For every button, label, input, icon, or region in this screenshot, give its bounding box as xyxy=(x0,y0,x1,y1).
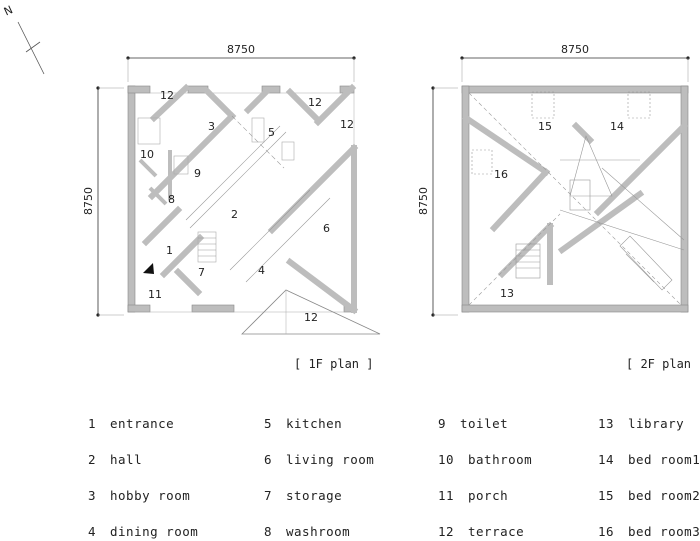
legend-num: 6 xyxy=(264,452,273,467)
legend-num: 5 xyxy=(264,416,273,431)
room-label: 9 xyxy=(194,167,201,180)
legend-name: hall xyxy=(110,452,143,467)
legend-name: washroom xyxy=(286,524,351,539)
legend-name: bathroom xyxy=(468,452,533,467)
legend-item: 7 storage xyxy=(264,488,342,503)
room-label: 11 xyxy=(148,288,162,301)
legend-item: 1 entrance xyxy=(88,416,174,431)
room-label: 13 xyxy=(500,287,514,300)
legend-name: storage xyxy=(286,488,343,503)
legend-item: 10 bathroom xyxy=(438,452,532,467)
north-arrow: N xyxy=(2,3,45,75)
room-label: 3 xyxy=(208,120,215,133)
legend-name: entrance xyxy=(110,416,175,431)
room-label: 16 xyxy=(494,168,508,181)
legend-num: 8 xyxy=(264,524,273,539)
dim-width-1f: 8750 xyxy=(227,43,255,56)
room-numbers-1f: 12 3 12 5 12 10 9 8 2 6 1 7 4 11 12 xyxy=(140,89,354,324)
room-label: 10 xyxy=(140,148,154,161)
legend-item: 12 terrace xyxy=(438,524,524,539)
legend-name: bed room2 xyxy=(628,488,700,503)
legend-num: 14 xyxy=(598,452,615,467)
legend-item: 6 living room xyxy=(264,452,374,467)
legend-item: 2 hall xyxy=(88,452,142,467)
legend-name: bed room3 xyxy=(628,524,700,539)
legend-name: kitchen xyxy=(286,416,343,431)
legend-num: 11 xyxy=(438,488,455,503)
legend-name: dining room xyxy=(110,524,199,539)
legend-num: 15 xyxy=(598,488,615,503)
legend-name: hobby room xyxy=(110,488,191,503)
room-label: 12 xyxy=(340,118,354,131)
legend-num: 9 xyxy=(438,416,447,431)
room-numbers-2f: 15 14 16 13 xyxy=(494,120,624,300)
legend-num: 12 xyxy=(438,524,455,539)
legend-item: 11 porch xyxy=(438,488,508,503)
north-label: N xyxy=(2,3,15,18)
legend-num: 7 xyxy=(264,488,273,503)
room-label: 7 xyxy=(198,266,205,279)
room-label: 15 xyxy=(538,120,552,133)
room-label: 8 xyxy=(168,193,175,206)
caption-2f: [ 2F plan ] xyxy=(626,357,700,371)
legend-num: 16 xyxy=(598,524,615,539)
caption-1f: [ 1F plan ] xyxy=(294,357,373,371)
room-label: 12 xyxy=(308,96,322,109)
room-label: 2 xyxy=(231,208,238,221)
legend-item: 3 hobby room xyxy=(88,488,190,503)
room-label: 14 xyxy=(610,120,624,133)
legend-item: 13 library xyxy=(598,416,684,431)
entrance-arrow-icon xyxy=(143,263,154,274)
legend-item: 5 kitchen xyxy=(264,416,342,431)
room-label: 1 xyxy=(166,244,173,257)
legend-item: 9 toilet xyxy=(438,416,508,431)
room-label: 4 xyxy=(258,264,265,277)
legend-item: 4 dining room xyxy=(88,524,198,539)
legend-item: 16 bed room3 xyxy=(598,524,700,539)
legend-name: library xyxy=(628,416,685,431)
legend-num: 4 xyxy=(88,524,97,539)
legend-item: 14 bed room1 xyxy=(598,452,700,467)
legend-name: porch xyxy=(468,488,509,503)
room-label: 12 xyxy=(160,89,174,102)
legend-num: 13 xyxy=(598,416,615,431)
plan-1f: 8750 8750 xyxy=(82,43,381,371)
legend-num: 3 xyxy=(88,488,97,503)
dim-width-2f: 8750 xyxy=(561,43,589,56)
legend-name: bed room1 xyxy=(628,452,700,467)
legend-num: 1 xyxy=(88,416,97,431)
dim-height-1f: 8750 xyxy=(82,187,95,215)
legend-num: 10 xyxy=(438,452,455,467)
room-label: 6 xyxy=(323,222,330,235)
dim-height-2f: 8750 xyxy=(417,187,430,215)
legend-name: terrace xyxy=(468,524,525,539)
room-label: 12 xyxy=(304,311,318,324)
legend-item: 15 bed room2 xyxy=(598,488,700,503)
legend-item: 8 washroom xyxy=(264,524,350,539)
legend-name: living room xyxy=(286,452,375,467)
room-label: 5 xyxy=(268,126,275,139)
legend-name: toilet xyxy=(460,416,509,431)
legend-num: 2 xyxy=(88,452,97,467)
plan-2f: 8750 8750 xyxy=(417,43,700,371)
